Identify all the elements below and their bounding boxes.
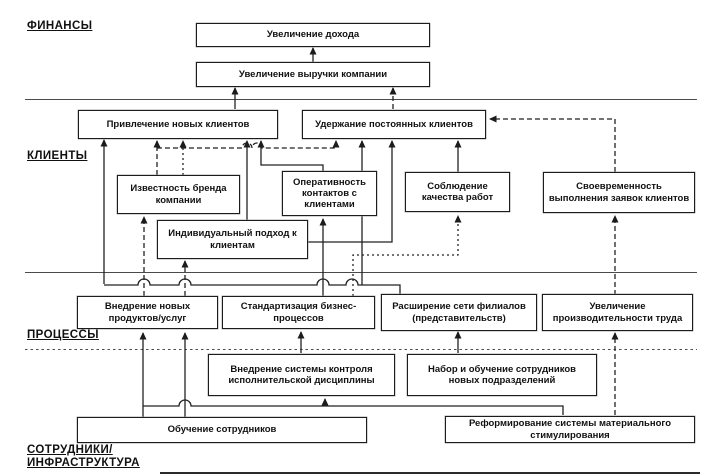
section-label-staff-line2: ИНФРАСТРУКТУРА: [27, 457, 140, 470]
box-incentive-reform: Реформирование системы материального сти…: [445, 416, 695, 443]
box-process-standardization: Стандартизация бизнес-процессов: [222, 296, 375, 329]
section-label-staff: СОТРУДНИКИ/ ИНФРАСТРУКТУРА: [27, 444, 140, 470]
box-increase-revenue: Увеличение выручки компании: [196, 62, 430, 87]
box-individual-approach: Индивидуальный подход к клиентам: [157, 220, 308, 259]
box-productivity-increase: Увеличение производительности труда: [542, 294, 693, 331]
section-label-clients: КЛИЕНТЫ: [27, 150, 88, 162]
section-label-finance: ФИНАНСЫ: [27, 20, 93, 32]
box-work-quality: Соблюдение качества работ: [405, 172, 510, 212]
box-branch-expansion: Расширение сети филиалов (представительс…: [381, 294, 537, 331]
box-new-products: Внедрение новых продуктов/услуг: [77, 296, 218, 329]
box-contact-promptness: Оперативность контактов с клиентами: [282, 171, 377, 216]
box-retain-clients: Удержание постоянных клиентов: [302, 110, 486, 139]
section-label-processes: ПРОЦЕССЫ: [27, 329, 99, 341]
box-recruitment-training: Набор и обучение сотрудников новых подра…: [407, 354, 597, 396]
box-request-timeliness: Своевременность выполнения заявок клиент…: [543, 172, 695, 213]
box-brand-awareness: Известность бренда компании: [117, 175, 240, 214]
section-label-staff-line1: СОТРУДНИКИ/: [27, 444, 113, 456]
box-attract-new-clients: Привлечение новых клиентов: [78, 110, 278, 139]
box-discipline-control: Внедрение системы контроля исполнительск…: [208, 354, 395, 396]
box-increase-income: Увеличение дохода: [196, 23, 430, 47]
box-employee-training: Обучение сотрудников: [77, 417, 367, 443]
